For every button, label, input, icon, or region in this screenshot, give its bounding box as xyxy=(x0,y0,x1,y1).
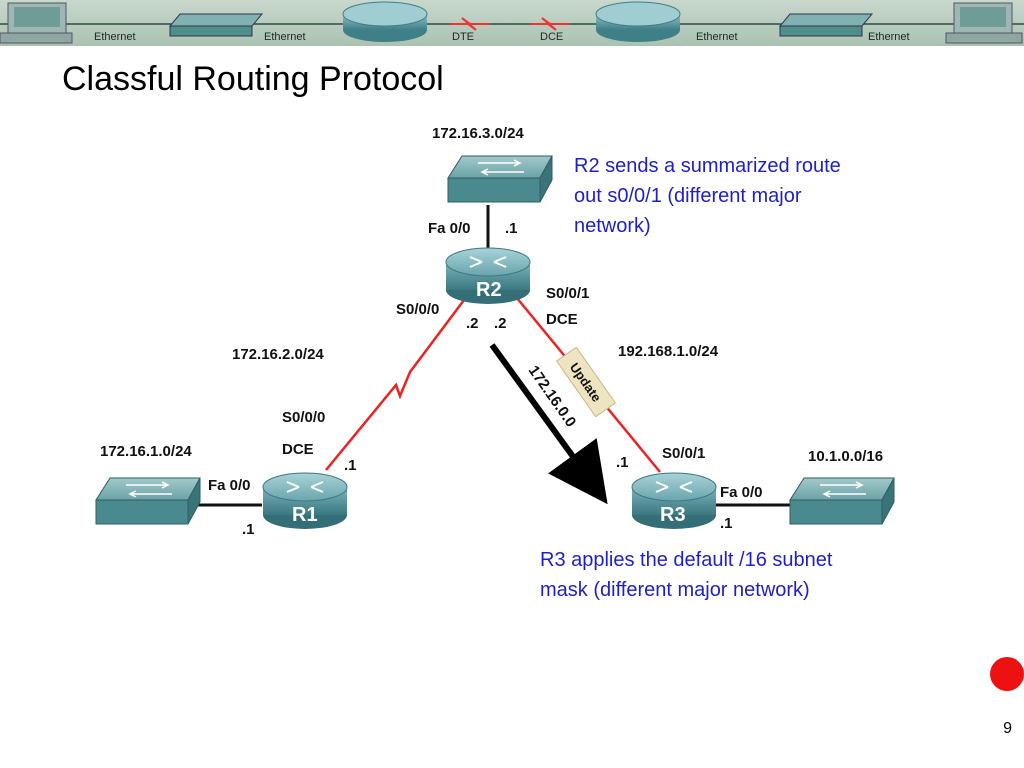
link-r1-r2-serial xyxy=(325,291,471,471)
interface-label: S0/0/1 xyxy=(546,285,589,302)
banner-serial-icon xyxy=(530,17,570,31)
page-number: 9 xyxy=(1003,720,1012,737)
note-line: R2 sends a summarized route xyxy=(574,155,841,177)
interface-label: S0/0/1 xyxy=(662,445,705,462)
ip-label: .1 xyxy=(505,220,518,237)
banner-label: Ethernet xyxy=(264,31,306,43)
banner-router-icon xyxy=(595,1,681,42)
router-r1-icon: R1 xyxy=(262,472,348,529)
ip-label: .1 xyxy=(720,515,733,532)
banner-router-icon xyxy=(342,1,428,42)
banner-label: Ethernet xyxy=(94,31,136,43)
r3-note: R3 applies the default /16 subnet mask (… xyxy=(540,545,832,605)
interface-label: Fa 0/0 xyxy=(428,220,471,237)
dce-label: DCE xyxy=(546,311,578,328)
network-label: 172.16.3.0/24 xyxy=(432,125,524,142)
r2-note: R2 sends a summarized route out s0/0/1 (… xyxy=(574,151,841,241)
note-line: out s0/0/1 (different major xyxy=(574,185,802,207)
banner-label: Ethernet xyxy=(696,31,738,43)
switch-icon xyxy=(447,155,553,203)
note-line: mask (different major network) xyxy=(540,579,810,601)
ip-label: .1 xyxy=(616,454,629,471)
router-r3-icon: R3 xyxy=(631,472,717,529)
header-banner: Ethernet Ethernet DTE DCE Ethernet Ether… xyxy=(0,0,1024,46)
banner-label: DCE xyxy=(540,31,563,43)
interface-label: Fa 0/0 xyxy=(720,484,763,501)
router-label: R2 xyxy=(476,279,502,301)
router-label: R1 xyxy=(292,504,318,526)
ip-label: .2 xyxy=(494,315,507,332)
interface-label: S0/0/0 xyxy=(282,409,325,426)
banner-pc-icon xyxy=(0,2,73,44)
ip-label: .1 xyxy=(344,457,357,474)
page-title: Classful Routing Protocol xyxy=(62,60,444,98)
network-label: 172.16.1.0/24 xyxy=(100,443,192,460)
banner-serial-icon xyxy=(450,17,490,31)
banner-switch-icon xyxy=(168,13,264,37)
ip-label: .2 xyxy=(466,315,479,332)
network-label: 192.168.1.0/24 xyxy=(618,343,719,360)
router-label: R3 xyxy=(660,504,686,526)
network-label: 172.16.2.0/24 xyxy=(232,346,324,363)
router-r2-icon: R2 xyxy=(445,247,531,304)
note-line: R3 applies the default /16 subnet xyxy=(540,549,833,571)
interface-label: S0/0/0 xyxy=(396,301,439,318)
banner-label: Ethernet xyxy=(868,31,910,43)
interface-label: Fa 0/0 xyxy=(208,477,251,494)
switch-icon xyxy=(95,477,201,525)
banner-switch-icon xyxy=(778,13,874,37)
banner-pc-icon xyxy=(945,2,1023,44)
ip-label: .1 xyxy=(242,521,255,538)
indicator-dot xyxy=(990,657,1024,691)
note-line: network) xyxy=(574,215,651,237)
dce-label: DCE xyxy=(282,441,314,458)
switch-icon xyxy=(789,477,895,525)
banner-label: DTE xyxy=(452,31,474,43)
update-arrow xyxy=(489,343,608,505)
network-label: 10.1.0.0/16 xyxy=(808,448,883,465)
